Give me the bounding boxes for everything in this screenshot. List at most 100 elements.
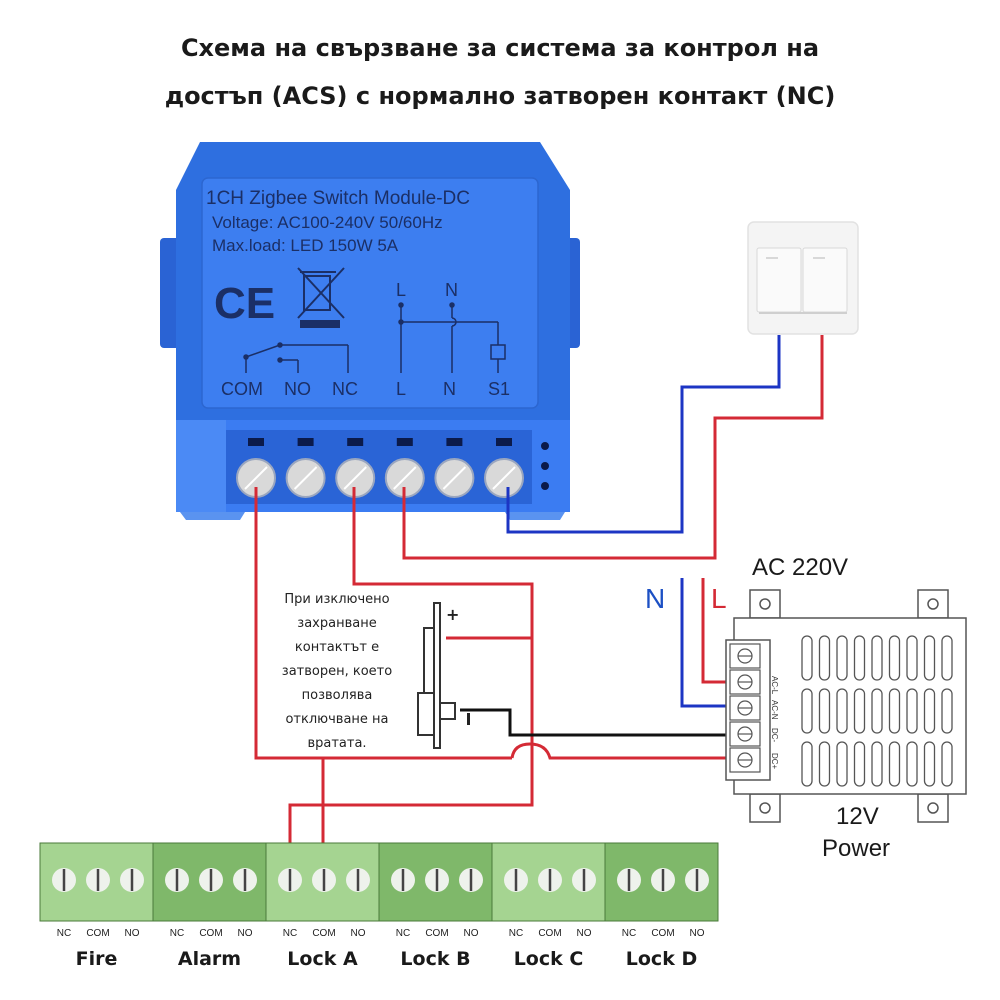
electric-lock-icon	[417, 602, 456, 749]
screw-slot	[393, 466, 417, 490]
l-n-s1-schematic-icon	[398, 302, 506, 373]
screw-slot	[244, 466, 268, 490]
controller-pin-label: COM	[199, 928, 222, 939]
module-max-load: Max.load: LED 150W 5A	[212, 236, 399, 255]
ce-mark-icon: CE	[214, 279, 275, 328]
lock-plus-label: +	[446, 605, 459, 624]
psu-output-label: Power	[822, 835, 890, 862]
module-led-dot	[541, 442, 549, 450]
controller-pin-label: NO	[125, 928, 140, 939]
controller-group-label: Lock D	[626, 948, 697, 970]
psu-label-dc-plus: DC+	[770, 753, 779, 770]
terminal-slot	[347, 438, 364, 446]
controller-pin-label: NO	[351, 928, 366, 939]
vent-slot	[801, 688, 813, 734]
wire-dc-plus-jumper	[510, 742, 745, 760]
note-line: вратата.	[307, 736, 367, 751]
module-name: 1CH Zigbee Switch Module-DC	[206, 188, 470, 209]
terminal-slot	[396, 438, 413, 446]
wire-nc-to-lock	[288, 487, 534, 845]
vent-slot	[801, 741, 813, 787]
note-line: позволява	[301, 688, 373, 703]
controller-pin-label: NO	[577, 928, 592, 939]
vent-slot	[923, 635, 936, 681]
module-led-dot	[541, 482, 549, 490]
controller-group-lock-b: NC COM NO Lock B	[378, 842, 493, 970]
vent-slot	[801, 635, 813, 681]
controller-pin-label: NO	[464, 928, 479, 939]
schematic-top-label-l: L	[396, 280, 406, 300]
controller-pin-label: NC	[57, 928, 71, 939]
vent-slot	[836, 688, 848, 734]
module-label-n: N	[443, 379, 456, 399]
module-led-dot	[541, 462, 549, 470]
lock-minus-label	[467, 713, 470, 725]
controller-pin-label: COM	[425, 928, 448, 939]
ac-input-label: AC 220V	[752, 554, 848, 581]
controller-pin-label: NC	[509, 928, 523, 939]
controller-pin-label: COM	[538, 928, 561, 939]
power-supply-12v: AC 220V N L AC-L AC-N DC- DC+ 12V Power	[645, 554, 967, 862]
terminal-slot	[248, 438, 264, 446]
diagram-title-line-2: достъп (ACS) с нормално затворен контакт…	[164, 82, 836, 110]
vent-slot	[906, 688, 918, 734]
screw-slot	[343, 466, 367, 490]
vent-slot	[818, 688, 831, 734]
terminal-slot	[446, 438, 463, 446]
controller-group-label: Lock B	[400, 948, 470, 970]
vent-slot	[906, 741, 918, 787]
module-voltage: Voltage: AC100-240V 50/60Hz	[212, 213, 443, 232]
note-line: затворен, което	[281, 664, 393, 679]
controller-group-label: Lock A	[287, 948, 358, 970]
note-line: При изключено	[284, 592, 390, 607]
psu-label-ac-n: AC-N	[770, 700, 779, 720]
controller-pin-label: COM	[312, 928, 335, 939]
vent-slot	[906, 635, 918, 681]
controller-pin-label: NC	[283, 928, 297, 939]
module-label-nc: NC	[332, 379, 358, 399]
note-line: отключване на	[285, 712, 389, 727]
screw-slot	[293, 466, 318, 490]
double-rocker-switch-icon[interactable]	[747, 221, 859, 335]
psu-case	[733, 617, 967, 795]
vent-slot	[853, 635, 866, 681]
vent-slot	[923, 688, 936, 734]
crossed-bin-icon	[297, 267, 345, 328]
controller-pin-label: NO	[238, 928, 253, 939]
wire-ac-n	[680, 578, 745, 708]
note-line: контактът е	[294, 640, 380, 655]
vent-slot	[941, 635, 953, 681]
psu-label-dc-minus: DC-	[770, 728, 779, 743]
controller-pin-label: NC	[396, 928, 410, 939]
lock-behaviour-note: При изключено захранване контактът е зат…	[262, 588, 412, 756]
psu-vent-slots	[801, 635, 953, 787]
zigbee-switch-module: 1CH Zigbee Switch Module-DC Voltage: AC1…	[160, 142, 580, 520]
vent-slot	[871, 635, 883, 681]
schematic-top-label-n: N	[445, 280, 458, 300]
wire-l-to-switch	[402, 335, 824, 560]
vent-slot	[941, 688, 953, 734]
diagram-title-line-1: Схема на свързване за система за контрол…	[180, 34, 820, 62]
vent-slot	[941, 741, 953, 787]
controller-pin-label: COM	[86, 928, 109, 939]
controller-pin-label: NC	[622, 928, 636, 939]
module-label-s1: S1	[488, 379, 510, 399]
psu-output-voltage: 12V	[836, 803, 879, 830]
module-label-no: NO	[284, 379, 311, 399]
module-label-com: COM	[221, 379, 263, 399]
controller-group-lock-a: NC COM NO Lock A	[265, 842, 380, 970]
psu-label-ac-l: AC-L	[770, 676, 779, 695]
wire-lock-minus-to-dc-minus	[460, 708, 745, 737]
wire-s1-to-switch	[506, 335, 781, 534]
screw-slot	[492, 466, 516, 490]
relay-schematic-icon	[243, 342, 349, 373]
vent-slot	[888, 688, 901, 734]
terminal-slot	[297, 438, 314, 446]
vent-slot	[871, 741, 883, 787]
note-line: захранване	[297, 616, 377, 631]
